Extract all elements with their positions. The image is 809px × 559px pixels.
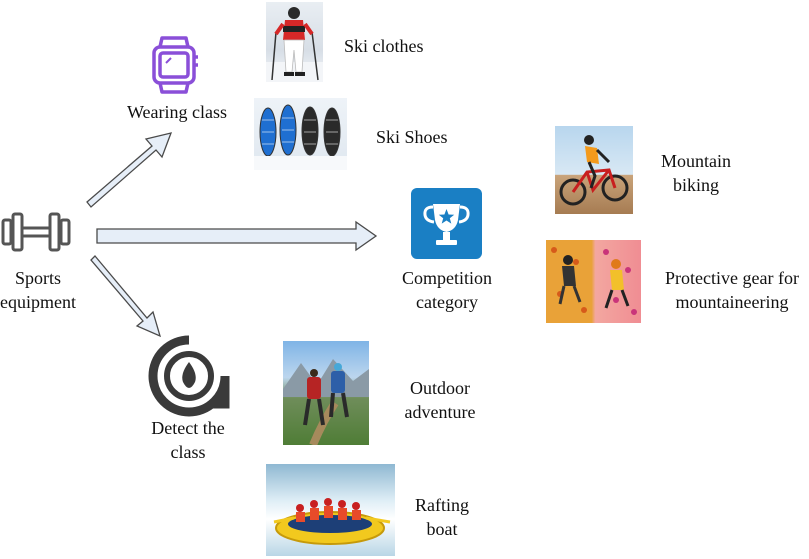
competition-category-label: Competition category	[390, 266, 504, 314]
arrow-to-wearing	[86, 132, 173, 208]
rafting-boat-line2: boat	[426, 519, 458, 539]
root-label-line2: equipment	[0, 292, 76, 312]
arrow-to-competition	[96, 220, 378, 252]
detect-label-line2: class	[170, 442, 206, 462]
mountain-biking-line1: Mountain	[661, 151, 731, 171]
protective-gear-label: Protective gear for mountaineering	[658, 266, 806, 314]
dumbbell-icon	[0, 208, 72, 256]
wearing-class-label: Wearing class	[126, 102, 227, 122]
mountain-biking-label: Mountain biking	[640, 149, 752, 197]
ski-shoes-label: Ski Shoes	[376, 127, 448, 147]
outdoor-adventure-line2: adventure	[404, 402, 476, 422]
ski-clothes-image	[266, 2, 323, 82]
outdoor-adventure-label: Outdoor adventure	[400, 376, 480, 424]
protective-gear-line1: Protective gear for	[665, 268, 799, 288]
protective-gear-image	[546, 240, 641, 323]
root-label-line1: Sports	[14, 268, 61, 288]
rafting-boat-line1: Rafting	[415, 495, 469, 515]
competition-label-line2: category	[416, 292, 478, 312]
ski-clothes-label: Ski clothes	[344, 36, 424, 56]
rafting-boat-label: Rafting boat	[404, 493, 480, 541]
detect-class-label: Detect the class	[138, 416, 238, 464]
detect-label-line1: Detect the	[151, 418, 225, 438]
mountain-biking-line2: biking	[672, 175, 719, 195]
smartwatch-icon	[146, 35, 202, 95]
mountain-biking-image	[555, 126, 633, 214]
rafting-boat-image	[266, 464, 395, 556]
root-label: Sports equipment	[0, 266, 76, 314]
ski-shoes-image	[254, 98, 347, 170]
trophy-icon	[411, 188, 482, 259]
outdoor-adventure-line1: Outdoor	[410, 378, 470, 398]
competition-label-line1: Competition	[402, 268, 492, 288]
outdoor-adventure-image	[283, 341, 369, 445]
detection-dial-icon	[147, 334, 231, 418]
protective-gear-line2: mountaineering	[675, 292, 789, 312]
arrow-to-detect	[90, 255, 162, 338]
